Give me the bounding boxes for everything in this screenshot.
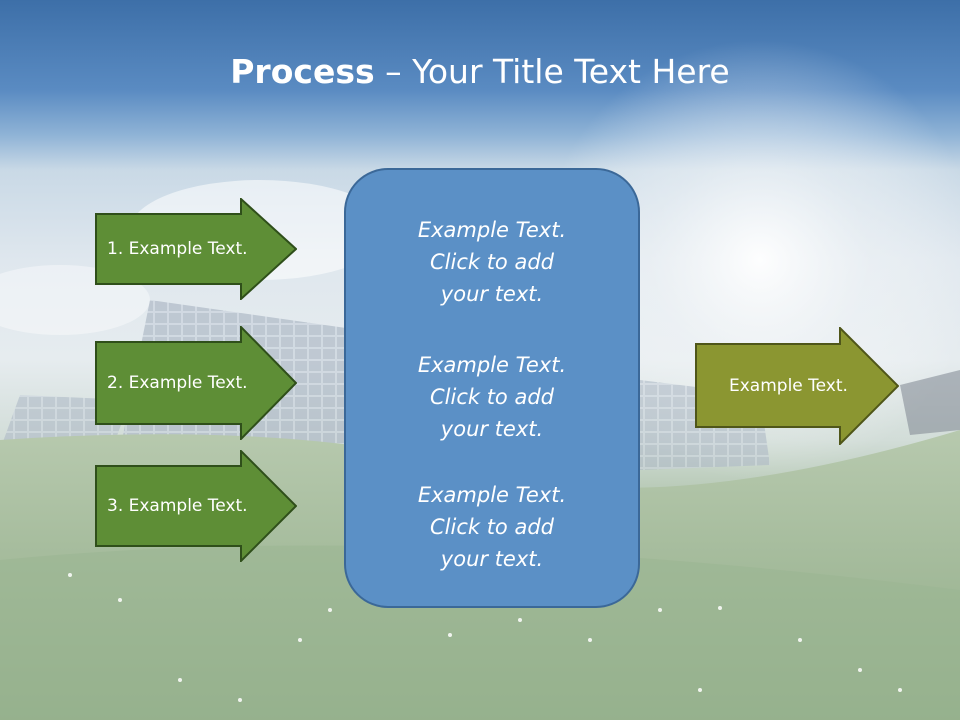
paragraph-line: Click to add	[429, 250, 554, 274]
right-arrow-label: Example Text.	[729, 376, 848, 396]
left-arrow-1[interactable]: 1. Example Text.	[95, 198, 297, 300]
paragraph-line: Click to add	[429, 515, 554, 539]
arrow-right-icon	[695, 327, 899, 445]
title-rest: Your Title Text Here	[412, 52, 730, 91]
paragraph-line: Example Text.	[417, 353, 567, 377]
center-text-box[interactable]: Example Text. Click to add your text. Ex…	[344, 168, 640, 608]
center-paragraph-2: Example Text. Click to add your text.	[346, 349, 638, 445]
center-paragraph-1: Example Text. Click to add your text.	[346, 214, 638, 310]
paragraph-line: your text.	[440, 282, 544, 306]
left-arrow-label: 2. Example Text.	[107, 373, 248, 393]
left-arrow-label: 3. Example Text.	[107, 496, 248, 516]
left-arrow-2[interactable]: 2. Example Text.	[95, 326, 297, 440]
paragraph-line: Example Text.	[417, 483, 567, 507]
right-arrow[interactable]: Example Text.	[695, 327, 899, 445]
paragraph-line: Example Text.	[417, 218, 567, 242]
paragraph-line: your text.	[440, 417, 544, 441]
slide-title: Process – Your Title Text Here	[0, 52, 960, 91]
title-separator: –	[374, 52, 413, 91]
left-arrow-3[interactable]: 3. Example Text.	[95, 450, 297, 562]
paragraph-line: your text.	[440, 547, 544, 571]
arrow-right-icon	[95, 198, 297, 300]
left-arrow-label: 1. Example Text.	[107, 239, 248, 259]
center-paragraph-3: Example Text. Click to add your text.	[346, 479, 638, 575]
title-bold: Process	[230, 52, 375, 91]
paragraph-line: Click to add	[429, 385, 554, 409]
arrow-right-icon	[95, 450, 297, 562]
arrow-right-icon	[95, 326, 297, 440]
